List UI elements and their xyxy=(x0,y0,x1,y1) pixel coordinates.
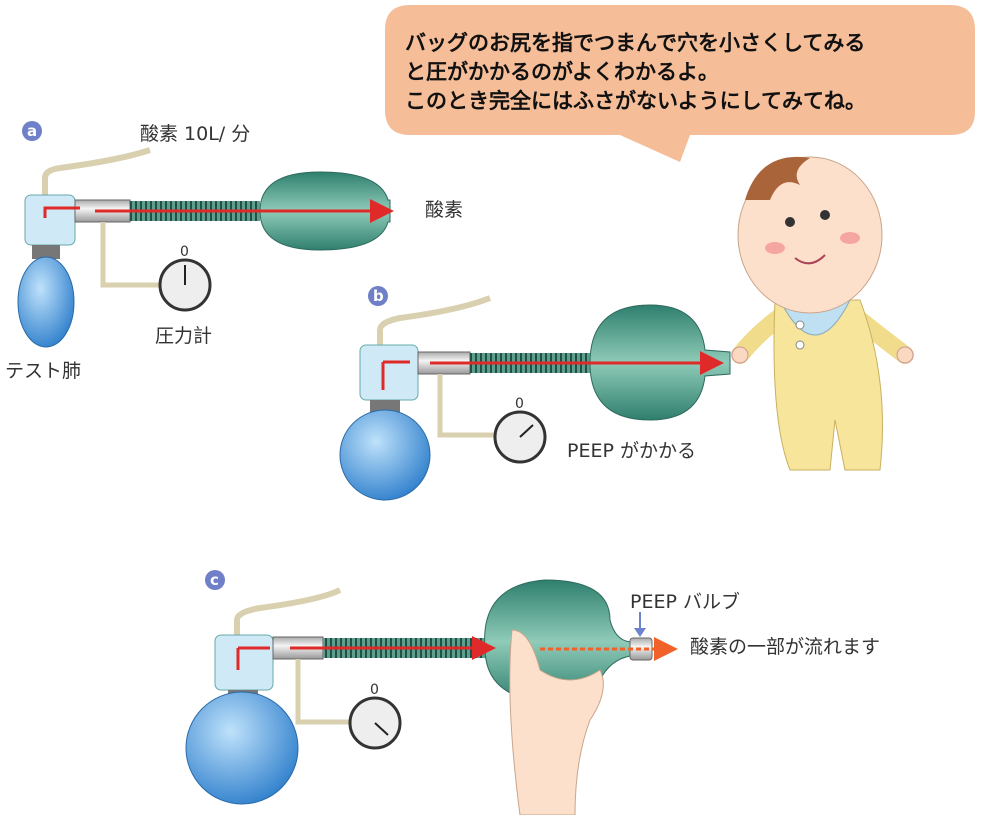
valve-body xyxy=(214,634,274,691)
flow-arrow xyxy=(43,208,388,218)
gauge-zero: 0 xyxy=(370,682,379,698)
gauge-zero: 0 xyxy=(180,244,189,260)
gauge-label: 圧力計 xyxy=(155,325,212,347)
speech-line-3: このとき完全にはふさがないようにしてみてね。 xyxy=(405,89,866,113)
valve-body xyxy=(24,194,76,246)
hand xyxy=(509,629,604,815)
test-lung xyxy=(339,409,431,501)
oxygen-supply-tube xyxy=(42,147,151,195)
test-lung xyxy=(17,256,75,348)
panel-a-tag: a xyxy=(27,122,37,140)
gauge-zero: 0 xyxy=(515,396,524,412)
valve-connector xyxy=(32,245,60,259)
panel-a-tag-badge xyxy=(22,121,42,141)
test-lung xyxy=(185,691,299,805)
flow-arrow xyxy=(381,362,718,390)
panel-c: c PEEP バルブ 酸素の一部が流れます 0 xyxy=(185,570,880,815)
speech-line-1: バッグのお尻を指でつまんで穴を小さくしてみる xyxy=(405,31,865,55)
oxygen-flow-label: 酸素 10L/ 分 xyxy=(140,123,250,145)
oxygen-label: 酸素 xyxy=(425,199,463,221)
panel-b-tag: b xyxy=(373,287,384,305)
valve-body xyxy=(359,344,419,401)
test-lung-label: テスト肺 xyxy=(5,360,81,382)
panel-b: b 0 PEEP がかかる xyxy=(339,286,730,501)
peep-label: PEEP がかかる xyxy=(567,440,696,462)
panel-c-tag: c xyxy=(210,571,219,589)
flow-arrow xyxy=(236,648,490,670)
peep-valve-label: PEEP バルブ xyxy=(630,590,740,613)
speech-line-2: と圧がかかるのがよくわかるよ。 xyxy=(405,60,719,84)
flow-label: 酸素の一部が流れます xyxy=(690,636,880,658)
speech-bubble: バッグのお尻を指でつまんで穴を小さくしてみる と圧がかかるのがよくわかるよ。 こ… xyxy=(385,5,975,162)
baby-illustration xyxy=(731,156,914,471)
panel-a: a 酸素 10L/ 分 酸素 0 圧力計 テスト肺 xyxy=(5,121,463,382)
